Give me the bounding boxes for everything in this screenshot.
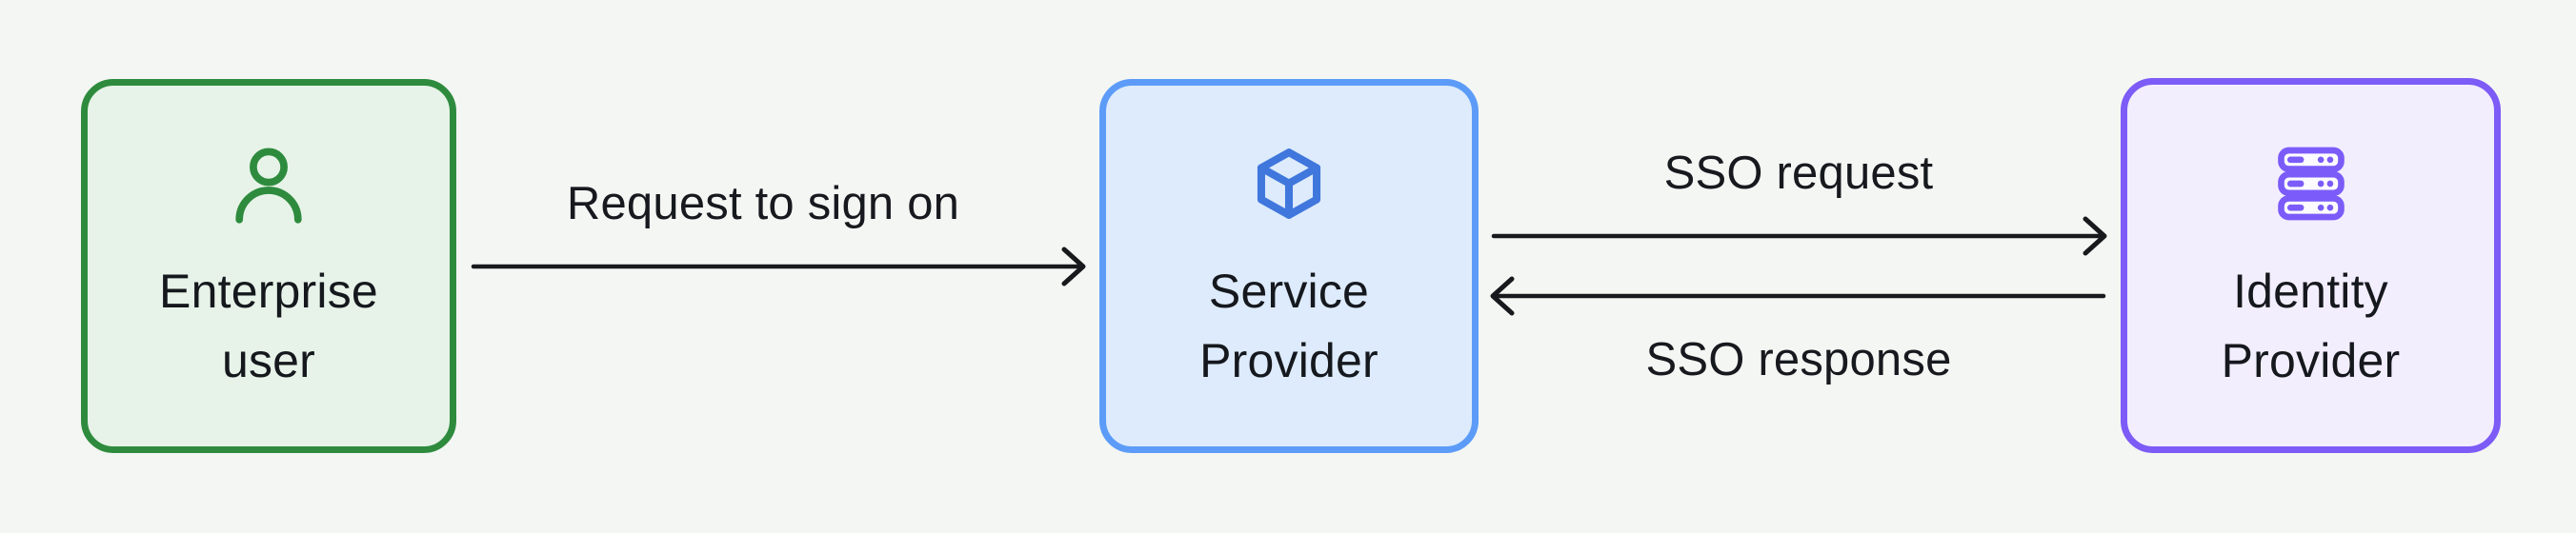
user-icon xyxy=(235,148,302,224)
node-label-line: user xyxy=(221,334,316,387)
arrow-sso-request xyxy=(1491,216,2107,256)
node-label-service-provider: Service Provider xyxy=(1199,257,1379,396)
arrow-request-to-sign-on xyxy=(471,247,1086,286)
server-icon xyxy=(2277,147,2345,220)
node-label-enterprise-user: Enterprise user xyxy=(159,257,378,396)
edge-label-request-to-sign-on: Request to sign on xyxy=(566,178,960,229)
edge-label-sso-response: SSO response xyxy=(1645,334,1952,385)
cube-icon xyxy=(1257,148,1321,219)
node-label-line: Identity xyxy=(2233,264,2388,318)
node-label-line: Provider xyxy=(1199,334,1379,387)
node-label-line: Enterprise xyxy=(159,265,378,318)
node-service-provider: Service Provider xyxy=(1099,79,1479,453)
node-label-identity-provider: Identity Provider xyxy=(2222,257,2401,396)
node-enterprise-user: Enterprise user xyxy=(81,79,456,453)
node-label-line: Provider xyxy=(2221,333,2401,387)
arrow-sso-response xyxy=(1490,276,2106,316)
node-identity-provider: Identity Provider xyxy=(2121,78,2501,453)
node-label-line: Service xyxy=(1208,265,1370,318)
edge-label-sso-request: SSO request xyxy=(1663,148,1934,199)
